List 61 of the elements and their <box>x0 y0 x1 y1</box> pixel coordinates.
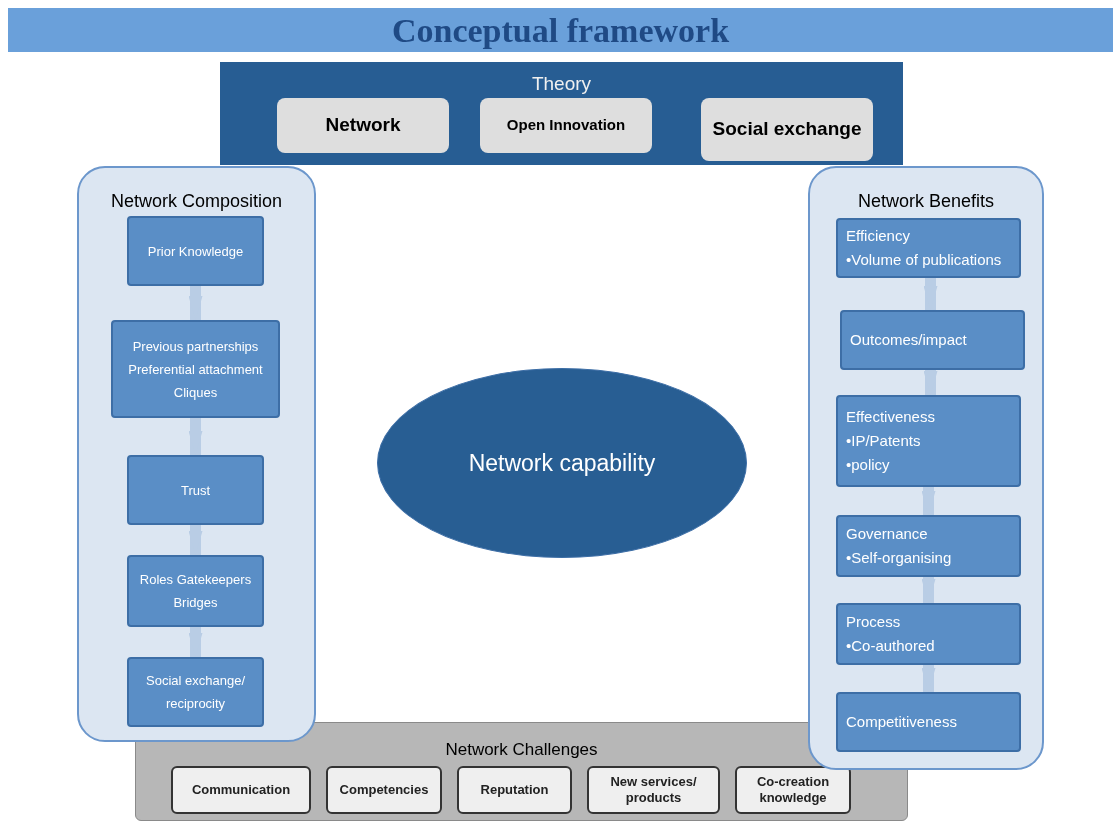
band-heading: Theory <box>531 72 592 96</box>
arrow <box>921 577 936 603</box>
step-box <box>836 218 1021 278</box>
box-label: Outcomes/impact <box>850 330 968 350</box>
arrow <box>188 418 203 455</box>
box-label: Competitiveness <box>846 712 958 732</box>
step-box <box>836 515 1021 577</box>
box-label: Effectiveness <box>846 407 936 427</box>
box-label: Social exchange/ reciprocity <box>145 672 246 713</box>
challenge-box <box>457 766 572 814</box>
box-label: •Co-authored <box>846 636 936 656</box>
box-label: •policy <box>846 455 891 475</box>
box-label: Efficiency <box>846 226 911 246</box>
box-label: Roles Gatekeepers Bridges <box>138 571 253 612</box>
challenge-box <box>326 766 442 814</box>
step-box <box>836 395 1021 487</box>
box-label: Reputation <box>480 782 549 798</box>
box-label: Network <box>325 113 401 138</box>
arrow <box>188 525 203 555</box>
ellipse-label: Network capability <box>468 448 656 478</box>
box-label: Trust <box>180 481 211 500</box>
box-label: Social exchange <box>712 117 862 142</box>
step-box <box>127 657 264 727</box>
box-label: Process <box>846 612 902 632</box>
arrow <box>923 278 938 310</box>
panel-heading: Network Composition <box>110 190 283 213</box>
theory-box <box>701 98 873 161</box>
box-label: Governance <box>846 524 929 544</box>
step-box <box>127 216 264 286</box>
panel-heading: Network Benefits <box>857 190 995 213</box>
box-label: •Self-organising <box>846 548 953 568</box>
theory-band <box>220 62 903 165</box>
arrow <box>921 487 936 515</box>
box-label: New services/ products <box>609 774 698 806</box>
step-box <box>840 310 1025 370</box>
step-box <box>127 455 264 525</box>
arrow <box>188 627 203 657</box>
box-label: Co-creation knowledge <box>755 774 831 806</box>
step-box <box>836 692 1021 752</box>
theory-box <box>277 98 449 153</box>
title: Conceptual framework <box>391 10 730 51</box>
box-label: Open Innovation <box>506 115 626 136</box>
challenge-box <box>735 766 851 814</box>
step-box <box>111 320 280 418</box>
group-panel <box>77 166 316 742</box>
panel-heading: Network Challenges <box>445 739 598 761</box>
step-box <box>127 555 264 627</box>
arrow <box>921 665 936 692</box>
box-label: Previous partnerships Preferential attachment Cliques <box>127 337 264 402</box>
box-label: •IP/Patents <box>846 431 922 451</box>
arrow <box>188 286 203 320</box>
box-label: Communication <box>191 782 291 798</box>
challenge-box <box>587 766 720 814</box>
box-label: Prior Knowledge <box>147 242 244 261</box>
step-box <box>836 603 1021 665</box>
box-label: Competencies <box>339 782 429 798</box>
box-label: •Volume of publications <box>846 250 1003 270</box>
theory-box <box>480 98 652 153</box>
arrow <box>923 370 938 395</box>
challenge-box <box>171 766 311 814</box>
group-panel <box>808 166 1044 770</box>
